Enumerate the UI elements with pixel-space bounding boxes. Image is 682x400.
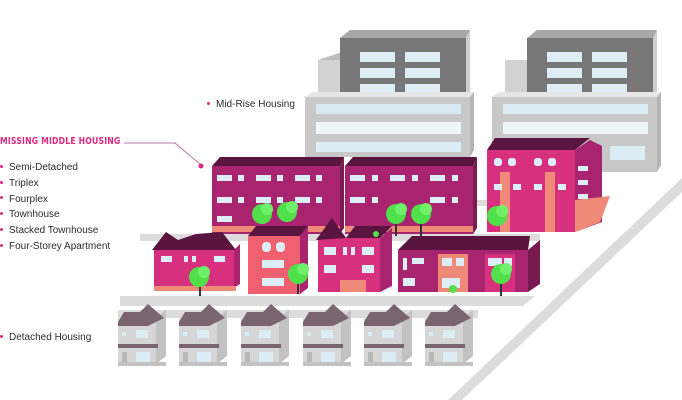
tree-icon: [491, 263, 512, 296]
detached-label: Detached Housing: [0, 332, 91, 344]
bullet-icon: [207, 101, 210, 105]
tree-icon: [411, 203, 432, 236]
bullet-icon: [0, 180, 3, 184]
bullet-icon: [0, 196, 3, 200]
mid-rise-label: Mid-Rise Housing: [207, 99, 295, 111]
trees: [189, 201, 512, 296]
missing-middle-list: Semi-Detached Triplex Fourplex Townhouse…: [0, 161, 110, 256]
detached-house: [303, 304, 351, 366]
leader-line: [124, 142, 204, 169]
list-item: Triplex: [0, 177, 110, 193]
list-item: Semi-Detached: [0, 161, 110, 177]
list-item: Townhouse: [0, 208, 110, 224]
townhouse-row-2: [345, 157, 477, 234]
bullet-icon: [0, 243, 3, 247]
townhouse-row-1: [212, 157, 344, 234]
mid-rise-building-2: [492, 30, 661, 172]
fourplex: [316, 218, 392, 292]
detached-houses: [118, 304, 473, 366]
detached-house: [364, 304, 412, 366]
mid-rise-building-1: [305, 30, 474, 157]
bullet-icon: [0, 164, 3, 168]
bullet-icon: [0, 334, 3, 338]
triplex: [248, 226, 308, 294]
bullet-icon: [0, 212, 3, 216]
tree-icon: [277, 201, 298, 222]
tree-icon: [288, 263, 309, 294]
tree-icon: [252, 203, 273, 224]
list-item: Stacked Townhouse: [0, 224, 110, 240]
tree-icon: [386, 203, 407, 236]
stacked-townhouse: [398, 236, 540, 292]
detached-house: [179, 304, 227, 366]
missing-middle-heading: MISSING MIDDLE HOUSING: [0, 136, 121, 147]
tree-icon: [487, 205, 508, 226]
bullet-icon: [0, 228, 3, 232]
list-item: Fourplex: [0, 193, 110, 209]
detached-house: [118, 304, 166, 366]
detached-house: [425, 304, 473, 366]
detached-house: [241, 304, 289, 366]
list-item: Four-Storey Apartment: [0, 240, 110, 256]
tree-icon: [189, 266, 210, 296]
